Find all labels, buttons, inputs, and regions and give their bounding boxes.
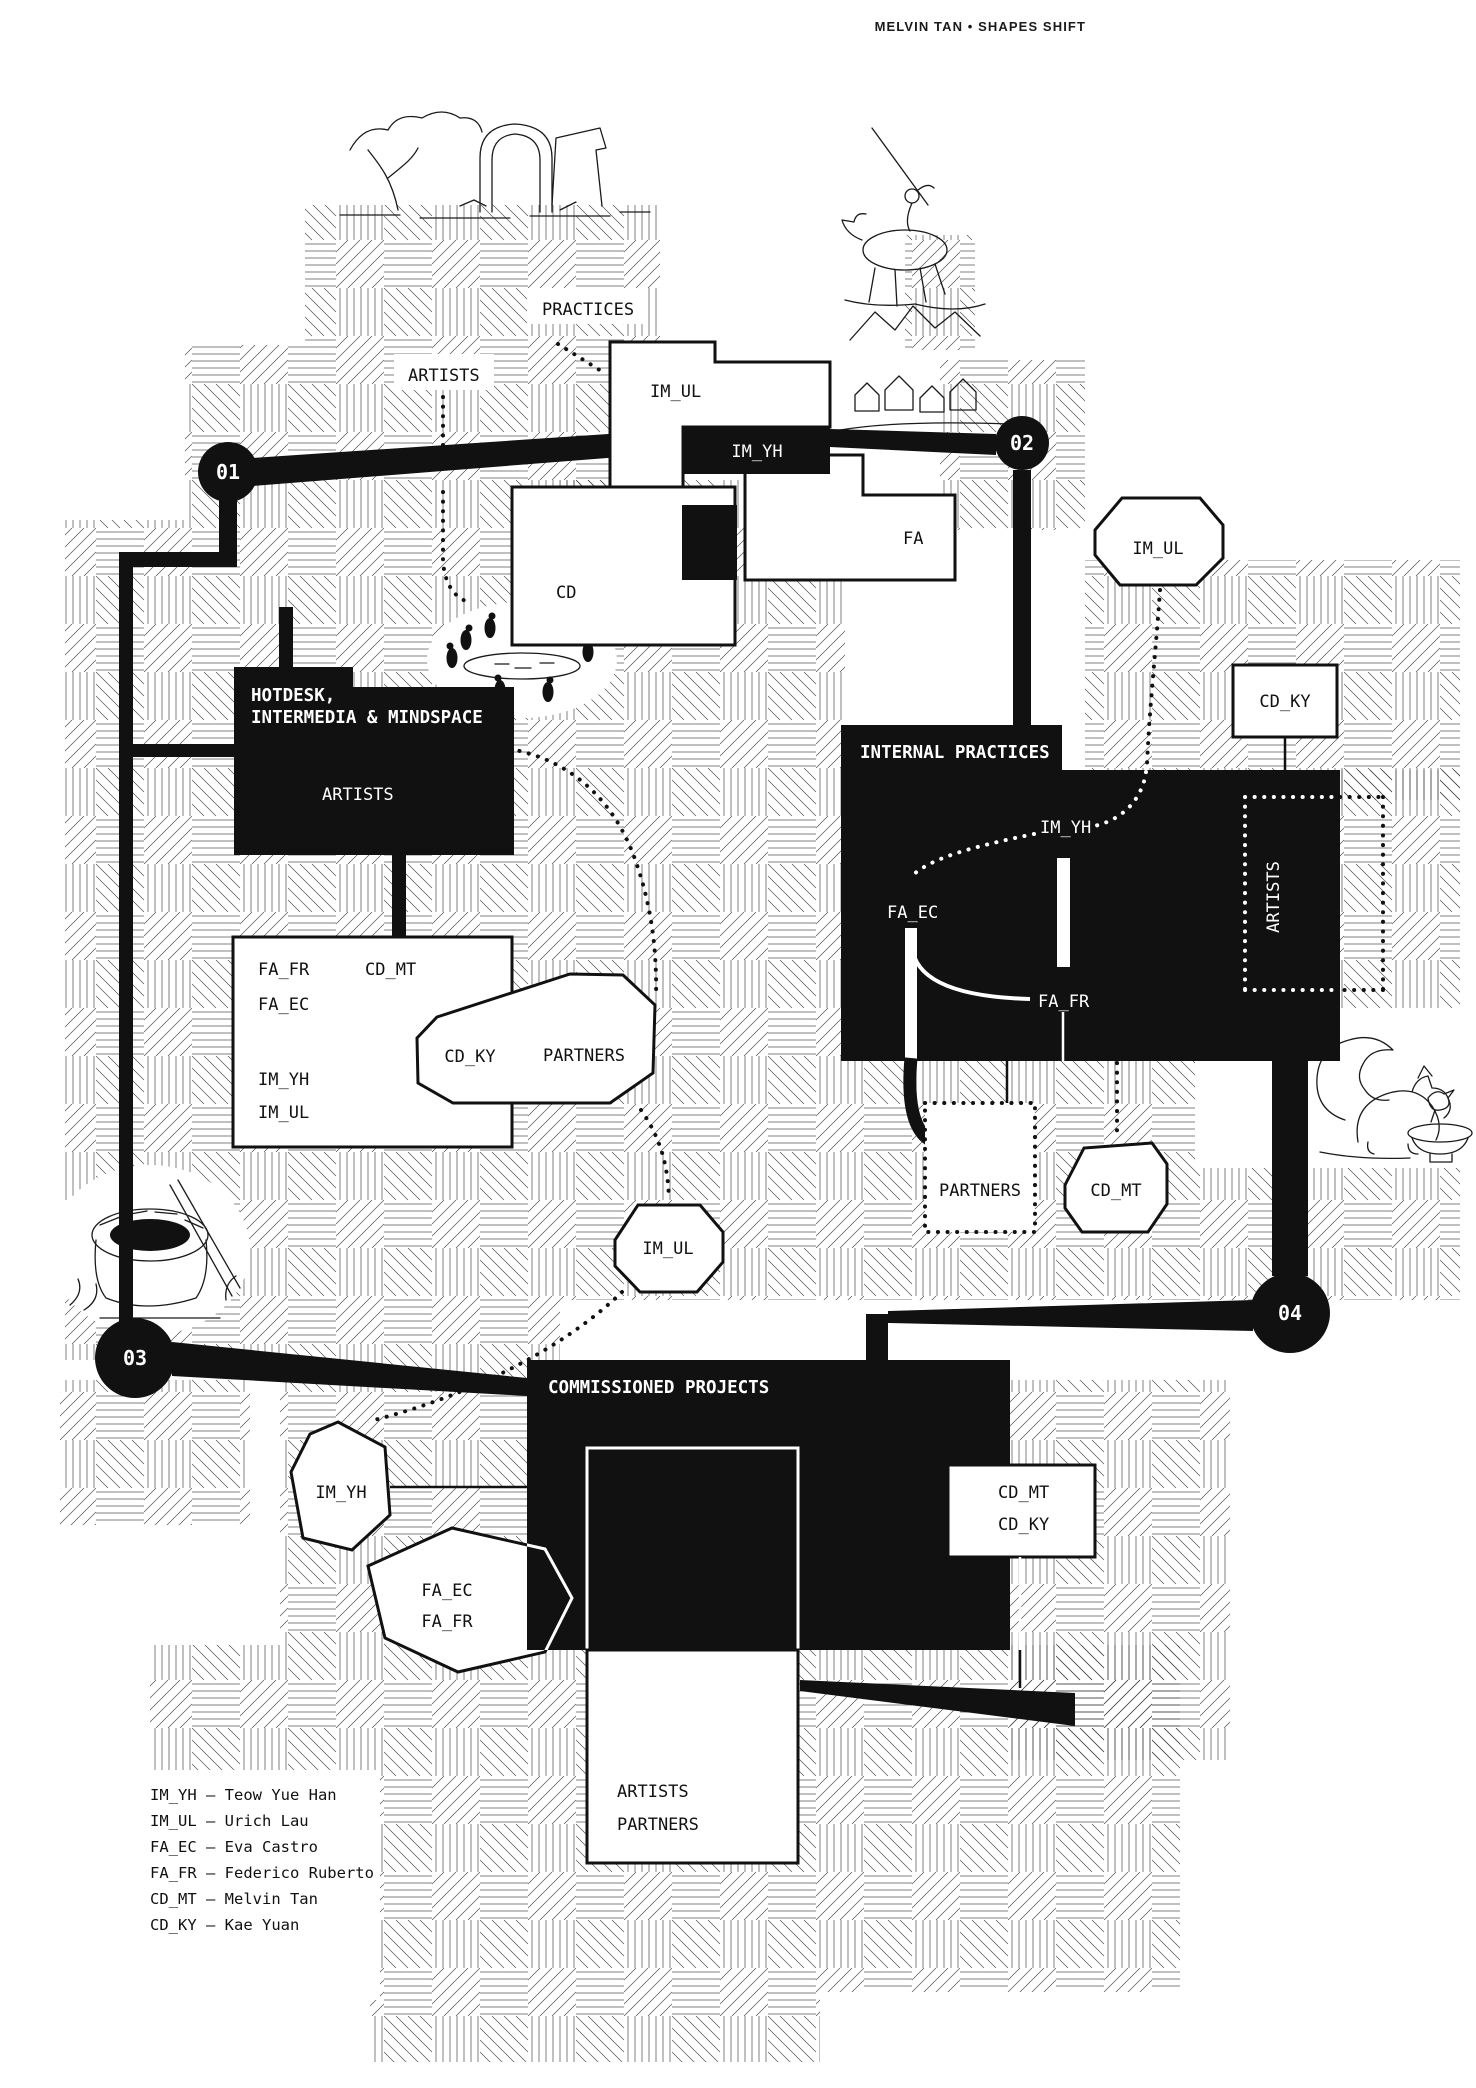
legend-line: CD_KY – Kae Yuan [150, 1916, 299, 1934]
legend-line: CD_MT – Melvin Tan [150, 1890, 318, 1908]
cd-box-label: CD [556, 583, 576, 603]
fa-hexagon-overlap [527, 1543, 574, 1650]
fa-hexagon-fa-ec-label: FA_EC [421, 1581, 472, 1601]
im-ul-hexagon-right [1093, 496, 1225, 587]
cd-mt-ky-box [946, 1463, 1097, 1559]
connector-hotdesk-top-stub [279, 607, 293, 669]
hotdesk-block [234, 667, 514, 855]
artists-label-top: ARTISTS [408, 366, 480, 386]
im-yh-heptagon-label: IM_YH [315, 1483, 366, 1503]
cd-ky-box-label: CD_KY [1259, 692, 1310, 712]
connector-02-down [1013, 470, 1031, 727]
knight-illustration [841, 127, 986, 310]
legend: IM_YH – Teow Yue Han IM_UL – Urich Lau F… [150, 1786, 374, 1934]
node-03-number: 03 [123, 1346, 147, 1370]
partners-dotted-box [923, 1101, 1037, 1234]
member-im-ul: IM_UL [258, 1103, 309, 1123]
dotted-imul-hex-down [1145, 588, 1162, 766]
internal-fa-ec-label: FA_EC [887, 903, 938, 923]
internal-fa-ec-stub [905, 928, 917, 1061]
cd-mt-hexagon [1063, 1141, 1169, 1234]
hexagon-partners-label: PARTNERS [543, 1046, 625, 1066]
connector-diagonal-bar [800, 1680, 1075, 1726]
node-04-circle [1250, 1273, 1330, 1353]
connector-01-down [219, 500, 237, 564]
member-fa-fr: FA_FR [258, 960, 310, 980]
dotted-white-to-imyh [1092, 770, 1148, 828]
internal-artists-dotted-box [1243, 795, 1385, 992]
fa-hexagon-fa-fr-label: FA_FR [421, 1612, 473, 1632]
im-yh-box-top [683, 427, 830, 474]
internal-practices-title: INTERNAL PRACTICES [860, 743, 1050, 763]
im-ul-box-top-label: IM_UL [650, 382, 701, 402]
internal-fa-fr-label: FA_FR [1038, 992, 1090, 1012]
legend-line: FA_EC – Eva Castro [150, 1838, 318, 1856]
im-ul-hexagon-right-label: IM_UL [1132, 539, 1183, 559]
cd-ky-box [1231, 663, 1339, 739]
connectors [119, 342, 1308, 1726]
page-title: MELVIN TAN • SHAPES SHIFT [875, 19, 1086, 34]
member-cd-mt: CD_MT [365, 960, 416, 980]
practices-label: PRACTICES [542, 300, 634, 320]
im-ul-hexagon-middle [613, 1203, 725, 1294]
hotdesk-artists-label: ARTISTS [322, 785, 394, 805]
member-fa-ec: FA_EC [258, 995, 309, 1015]
commissioned-projects-title: COMMISSIONED PROJECTS [548, 1378, 769, 1398]
node-03-circle [95, 1318, 175, 1398]
commissioned-partners-label: PARTNERS [617, 1815, 699, 1835]
cd-mt-ky-box-cdky: CD_KY [998, 1515, 1049, 1535]
cd-mt-hexagon-label: CD_MT [1090, 1181, 1141, 1201]
connector-01-to-imyh [252, 429, 683, 486]
fa-box-label: FA [903, 529, 923, 549]
im-ul-hexagon-middle-label: IM_UL [642, 1239, 693, 1259]
im-yh-box-top-label: IM_YH [731, 442, 782, 462]
connector-04-bar [888, 1300, 1253, 1331]
node-02-circle [995, 416, 1049, 470]
connector-internal-to-04 [1272, 1061, 1308, 1276]
artists-partners-box-lower [585, 1648, 800, 1865]
im-yh-heptagon [289, 1420, 392, 1552]
cd-mt-ky-box-cdmt: CD_MT [998, 1483, 1049, 1503]
squirrel-illustration [1316, 1036, 1473, 1163]
connector-hotdesk-to-memberbox [392, 855, 406, 939]
dotted-practices-diagonal [556, 342, 608, 376]
dotted-artists-down [441, 395, 470, 604]
connector-03-to-block [172, 1342, 527, 1396]
node-02-number: 02 [1010, 431, 1034, 455]
partners-dotted-box-fill [925, 1103, 1035, 1232]
dotted-partners-to-imul [639, 1108, 671, 1202]
dotted-hotdesk-to-partners [508, 747, 659, 1000]
black-square-accent [682, 505, 737, 580]
internal-ec-fr-arc [910, 945, 1031, 1001]
connector-hotdesk-left-stub [133, 744, 234, 757]
connector-04-down-stub [866, 1314, 888, 1362]
village-illustration [839, 305, 1011, 431]
node-01-circle [198, 442, 258, 502]
ruins-illustration [339, 111, 651, 219]
partners-dotted-box-label: PARTNERS [939, 1181, 1021, 1201]
internal-im-yh-label: IM_YH [1040, 818, 1091, 838]
node-04-number: 04 [1278, 1301, 1302, 1325]
legend-line: FA_FR – Federico Ruberto [150, 1864, 374, 1882]
artists-partners-box-upper [585, 1446, 800, 1652]
commissioned-artists-label: ARTISTS [617, 1782, 689, 1802]
connector-imyh-to-02 [830, 429, 996, 455]
fa-box [743, 453, 957, 582]
legend-line: IM_UL – Urich Lau [150, 1812, 309, 1830]
internal-separator-bar [1057, 858, 1070, 967]
member-im-yh: IM_YH [258, 1070, 309, 1090]
dotted-white-imyh-to-faec [908, 832, 1036, 880]
cdky-partners-hexagon [415, 972, 657, 1105]
internal-practices-block [841, 725, 1340, 1061]
hotdesk-title-line2: INTERMEDIA & MINDSPACE [251, 708, 483, 728]
node-01-number: 01 [216, 460, 240, 484]
hexagon-cd-ky-label: CD_KY [444, 1047, 495, 1067]
connector-jog [119, 552, 237, 567]
connector-left-vertical [119, 552, 133, 1322]
hotdesk-title-line1: HOTDESK, [251, 686, 335, 706]
internal-artists-vertical-label: ARTISTS [1264, 861, 1284, 933]
legend-line: IM_YH – Teow Yue Han [150, 1786, 337, 1804]
